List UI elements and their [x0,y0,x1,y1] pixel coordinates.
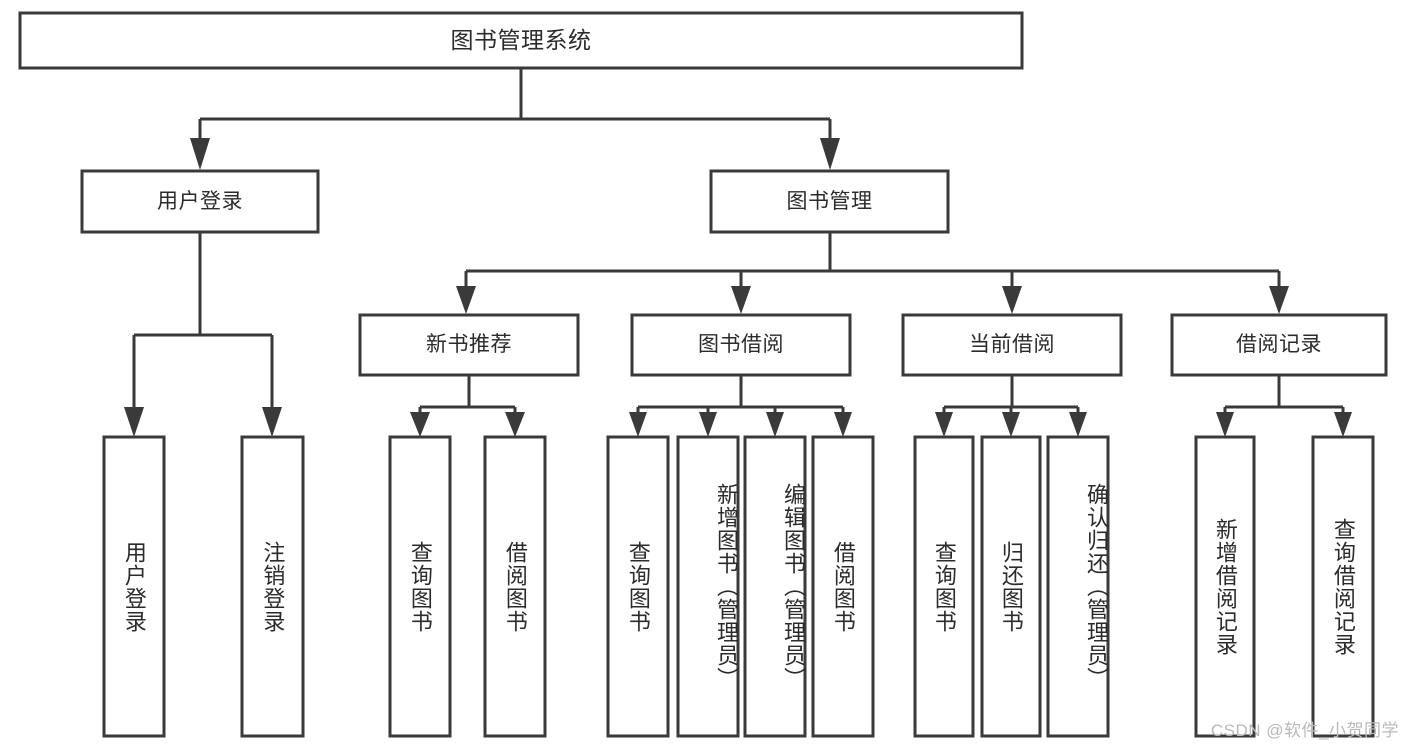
arrow-head-leaf-user-login [124,407,144,437]
node-box-new-book-recommend[interactable] [358,313,580,377]
connector-book-borrow-to-leaves [629,375,852,437]
node-box-leaf-query-book-1[interactable] [388,435,452,738]
node-box-leaf-user-login[interactable] [102,435,166,738]
arrow-head-leaf-query-book-1 [410,412,430,437]
arrow-head-leaf-user-logout [262,407,282,437]
node-box-leaf-add-book[interactable] [676,435,740,738]
node-box-leaf-borrow-book-2[interactable] [811,435,875,738]
watermark: CSDN @软件_小贺同学 [1210,721,1399,740]
node-box-leaf-user-logout[interactable] [240,435,305,738]
node-box-leaf-query-book-2[interactable] [606,435,670,738]
node-box-book-management[interactable] [709,169,950,234]
arrow-head-leaf-query-record [1334,412,1352,437]
connector-new-book-recommend-to-leaves [410,375,525,437]
node-box-leaf-confirm-return[interactable] [1046,435,1110,738]
arrow-head-leaf-add-record [1216,412,1234,437]
arrow-head-leaf-edit-book [766,412,784,437]
arrow-head-new-book-recommend [456,286,476,314]
node-box-leaf-borrow-book-1[interactable] [483,435,547,738]
node-box-borrow-record[interactable] [1170,313,1388,377]
arrow-head-leaf-return-book [1002,412,1020,437]
arrow-head-book-management [820,138,840,170]
arrow-head-leaf-add-book [699,412,717,437]
arrow-head-borrow-record [1269,286,1289,314]
arrow-head-current-borrow [1002,286,1022,314]
node-box-leaf-edit-book[interactable] [743,435,807,738]
arrow-head-book-borrow [731,286,751,314]
node-box-current-borrow[interactable] [901,313,1123,377]
arrow-head-leaf-confirm-return [1069,412,1087,437]
node-box-user-login[interactable] [80,169,320,234]
node-box-root[interactable] [18,11,1024,70]
node-box-leaf-query-record[interactable] [1311,435,1375,738]
arrow-head-leaf-borrow-book-1 [505,412,525,437]
connector-user-login-to-leaves [124,232,282,437]
arrow-head-leaf-query-book-3 [935,412,953,437]
connector-current-borrow-to-leaves [935,375,1087,437]
connector-borrow-record-to-leaves [1216,375,1352,437]
node-box-leaf-add-record[interactable] [1194,435,1256,738]
node-box-book-borrow[interactable] [630,313,852,377]
node-box-leaf-return-book[interactable] [980,435,1042,738]
connector-root-to-level1 [190,68,840,170]
connector-book-management-to-level2 [456,232,1289,314]
arrow-head-leaf-query-book-2 [629,412,647,437]
arrow-head-leaf-borrow-book-2 [834,412,852,437]
arrow-head-user-login [190,138,210,170]
node-box-leaf-query-book-3[interactable] [913,435,975,738]
